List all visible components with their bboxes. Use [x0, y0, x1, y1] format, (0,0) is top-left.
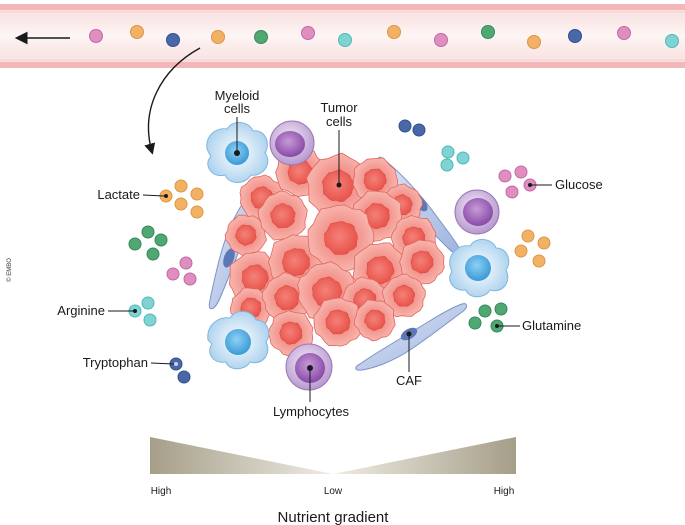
arginine-molecules-right — [440, 145, 470, 172]
tumor-cell — [381, 273, 426, 318]
label-myeloid-line1: Myeloid — [215, 88, 260, 103]
tumor-cell — [313, 297, 363, 347]
gradient-high-right: High — [494, 486, 515, 497]
myeloid-cell — [449, 239, 510, 298]
glucose-molecules — [498, 165, 537, 199]
tissue-nutrients — [128, 119, 551, 384]
lymphocytes — [269, 120, 500, 391]
gradient-wedge-right — [333, 437, 516, 474]
lymphocyte — [269, 120, 315, 166]
tumor-cell — [353, 299, 396, 342]
label-glutamine: Glutamine — [522, 318, 581, 333]
label-caf: CAF — [396, 373, 422, 388]
lymphocyte — [285, 343, 333, 391]
myeloid-cells — [206, 122, 510, 370]
label-arginine: Arginine — [57, 303, 105, 318]
myeloid-cell — [207, 311, 270, 370]
label-tumor-line1: Tumor — [320, 100, 358, 115]
arginine-molecules — [128, 296, 157, 327]
glucose-molecules-left — [166, 256, 197, 286]
tryptophan-molecules-top — [398, 119, 426, 137]
tumor-cell — [257, 190, 308, 241]
label-lactate: Lactate — [97, 187, 140, 202]
extravasation-arrow — [144, 47, 201, 155]
gradient-low: Low — [324, 486, 343, 497]
tryptophan-molecules — [169, 357, 191, 384]
copyright: © EMBO — [6, 258, 13, 282]
lactate-molecules-right — [514, 229, 551, 268]
myeloid-cell — [206, 122, 269, 183]
tumor-cell-cluster — [224, 147, 445, 357]
glutamine-molecules-left — [128, 225, 168, 261]
gradient-wedge-left — [150, 437, 333, 474]
vessel-nutrients — [89, 25, 679, 49]
gradient-high-left: High — [151, 486, 172, 497]
label-tryptophan: Tryptophan — [83, 355, 148, 370]
glutamine-molecules — [468, 302, 508, 333]
lactate-molecules — [159, 179, 204, 219]
nutrient-gradient: High Low High Nutrient gradient — [150, 437, 516, 525]
label-lymphocytes: Lymphocytes — [273, 404, 350, 419]
label-myeloid-line2: cells — [224, 101, 251, 116]
tumor-cell — [399, 239, 445, 285]
tumor-cell — [224, 214, 267, 257]
gradient-title: Nutrient gradient — [278, 509, 390, 525]
lymphocyte — [454, 189, 500, 235]
leader-lines — [108, 117, 552, 402]
label-tumor-line2: cells — [326, 114, 353, 129]
label-glucose: Glucose — [555, 177, 603, 192]
diagram-labels: Myeloid cells Tumor cells Lactate Glucos… — [57, 88, 602, 419]
tumor-cell — [352, 157, 398, 203]
